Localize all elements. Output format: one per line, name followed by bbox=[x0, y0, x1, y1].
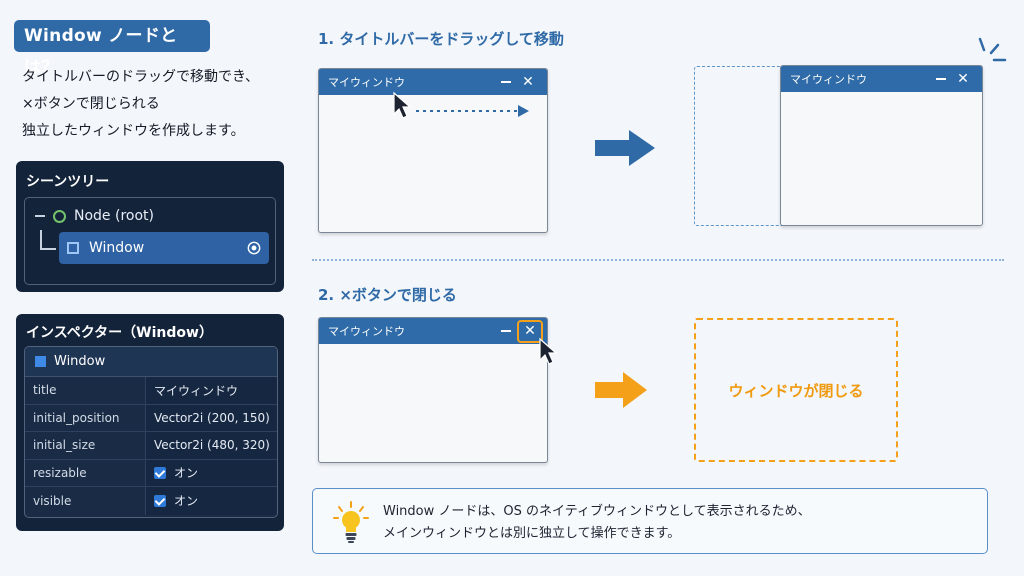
close-icon[interactable]: ✕ bbox=[957, 71, 969, 87]
scene-tree: Node (root) Window bbox=[24, 197, 276, 285]
motion-lines-icon bbox=[978, 37, 1007, 62]
property-value: オン bbox=[174, 494, 199, 509]
property-key: title bbox=[33, 383, 57, 398]
previous-position-outline bbox=[694, 66, 804, 226]
close-icon[interactable]: ✕ bbox=[517, 320, 543, 343]
resizable-checkbox[interactable]: オン bbox=[145, 459, 277, 486]
note-text: Window ノードは、OS のネイティブウィンドウとして表示されるため、 メイ… bbox=[383, 501, 811, 545]
scene-tree-panel: シーンツリー Node (root) Window bbox=[16, 161, 284, 292]
inspector-row: title マイウィンドウ bbox=[25, 377, 277, 405]
window-title: マイウィンドウ bbox=[790, 73, 867, 86]
window-title: マイウィンドウ bbox=[328, 76, 405, 89]
checkbox-checked-icon[interactable] bbox=[154, 466, 166, 479]
checkbox-checked-icon[interactable] bbox=[154, 494, 166, 507]
inspector-node-label: Window bbox=[54, 354, 106, 369]
property-key: initial_size bbox=[33, 438, 96, 453]
intro-line: タイトルバーのドラッグで移動でき、 bbox=[22, 69, 260, 85]
minimize-icon[interactable] bbox=[501, 81, 511, 83]
visible-checkbox[interactable]: オン bbox=[145, 487, 277, 515]
inspector-row: resizable オン bbox=[25, 459, 277, 487]
mouse-cursor-icon bbox=[393, 91, 412, 119]
tree-node-window[interactable]: Window bbox=[59, 232, 269, 264]
intro-line: ×ボタンで閉じられる bbox=[22, 96, 160, 112]
scene-tree-title: シーンツリー bbox=[26, 174, 110, 190]
step2-title: 2. ×ボタンで閉じる bbox=[318, 286, 457, 304]
inspector-node-header: Window bbox=[25, 347, 277, 377]
inspector-row: initial_position Vector2i (200, 150) bbox=[25, 404, 277, 432]
note-line: メインウィンドウとは別に独立して操作できます。 bbox=[383, 526, 681, 541]
section-divider bbox=[312, 259, 1004, 261]
property-value: オン bbox=[174, 466, 199, 481]
minimize-icon[interactable] bbox=[936, 78, 946, 80]
window-before-close: マイウィンドウ ✕ bbox=[318, 317, 548, 463]
closed-window-label: ウィンドウが閉じる bbox=[728, 381, 864, 400]
intro-text: タイトルバーのドラッグで移動でき、 ×ボタンで閉じられる 独立したウィンドウを作… bbox=[22, 64, 282, 145]
intro-line: 独立したウィンドウを作成します。 bbox=[22, 123, 245, 139]
property-value: Vector2i (200, 150) bbox=[154, 410, 270, 425]
property-key: initial_position bbox=[33, 410, 120, 425]
window-titlebar[interactable]: マイウィンドウ ✕ bbox=[319, 69, 547, 95]
inspector-panel: インスペクター（Window） Window title マイウィンドウ ini… bbox=[16, 314, 284, 531]
tree-node-root-label: Node (root) bbox=[74, 208, 154, 224]
inspector-title: インスペクター（Window） bbox=[26, 325, 213, 341]
property-value-field[interactable]: Vector2i (480, 320) bbox=[145, 432, 277, 459]
inspector-table: Window title マイウィンドウ initial_position Ve… bbox=[24, 346, 278, 518]
window-titlebar[interactable]: マイウィンドウ ✕ bbox=[781, 66, 982, 92]
property-value: マイウィンドウ bbox=[154, 383, 239, 398]
tree-node-window-label: Window bbox=[89, 240, 145, 256]
minimize-icon[interactable] bbox=[501, 330, 511, 332]
step1-arrow-icon bbox=[595, 130, 655, 166]
inspector-row: visible オン bbox=[25, 487, 277, 515]
window-node-icon bbox=[35, 356, 46, 367]
property-value: Vector2i (480, 320) bbox=[154, 438, 270, 453]
window-after-move: マイウィンドウ ✕ bbox=[780, 65, 983, 226]
page-title: Window ノードとは？ bbox=[14, 20, 210, 78]
step1-title: 1. タイトルバーをドラッグして移動 bbox=[318, 30, 564, 48]
info-note: Window ノードは、OS のネイティブウィンドウとして表示されるため、 メイ… bbox=[312, 488, 988, 554]
note-line: Window ノードは、OS のネイティブウィンドウとして表示されるため、 bbox=[383, 504, 811, 519]
drag-arrowhead-icon bbox=[518, 105, 529, 117]
property-value-field[interactable]: Vector2i (200, 150) bbox=[145, 404, 277, 431]
tree-connector bbox=[40, 230, 56, 250]
window-titlebar[interactable]: マイウィンドウ ✕ bbox=[319, 318, 547, 344]
close-icon[interactable]: ✕ bbox=[522, 74, 534, 90]
mouse-cursor-icon bbox=[539, 337, 558, 365]
eye-icon[interactable] bbox=[247, 241, 261, 255]
property-value-field[interactable]: マイウィンドウ bbox=[145, 377, 277, 404]
window-square-icon bbox=[67, 242, 79, 254]
property-key: visible bbox=[33, 493, 72, 508]
window-before-move: マイウィンドウ ✕ bbox=[318, 68, 548, 233]
inspector-row: initial_size Vector2i (480, 320) bbox=[25, 432, 277, 460]
step2-arrow-icon bbox=[595, 372, 647, 408]
lightbulb-icon bbox=[333, 501, 369, 543]
property-key: resizable bbox=[33, 465, 87, 480]
tree-node-root[interactable]: Node (root) bbox=[35, 206, 154, 226]
collapse-dash-icon[interactable] bbox=[35, 215, 45, 217]
drag-indicator bbox=[393, 91, 529, 119]
node-circle-icon bbox=[53, 209, 66, 223]
closed-window-placeholder: ウィンドウが閉じる bbox=[694, 318, 898, 462]
window-title: マイウィンドウ bbox=[328, 325, 405, 338]
